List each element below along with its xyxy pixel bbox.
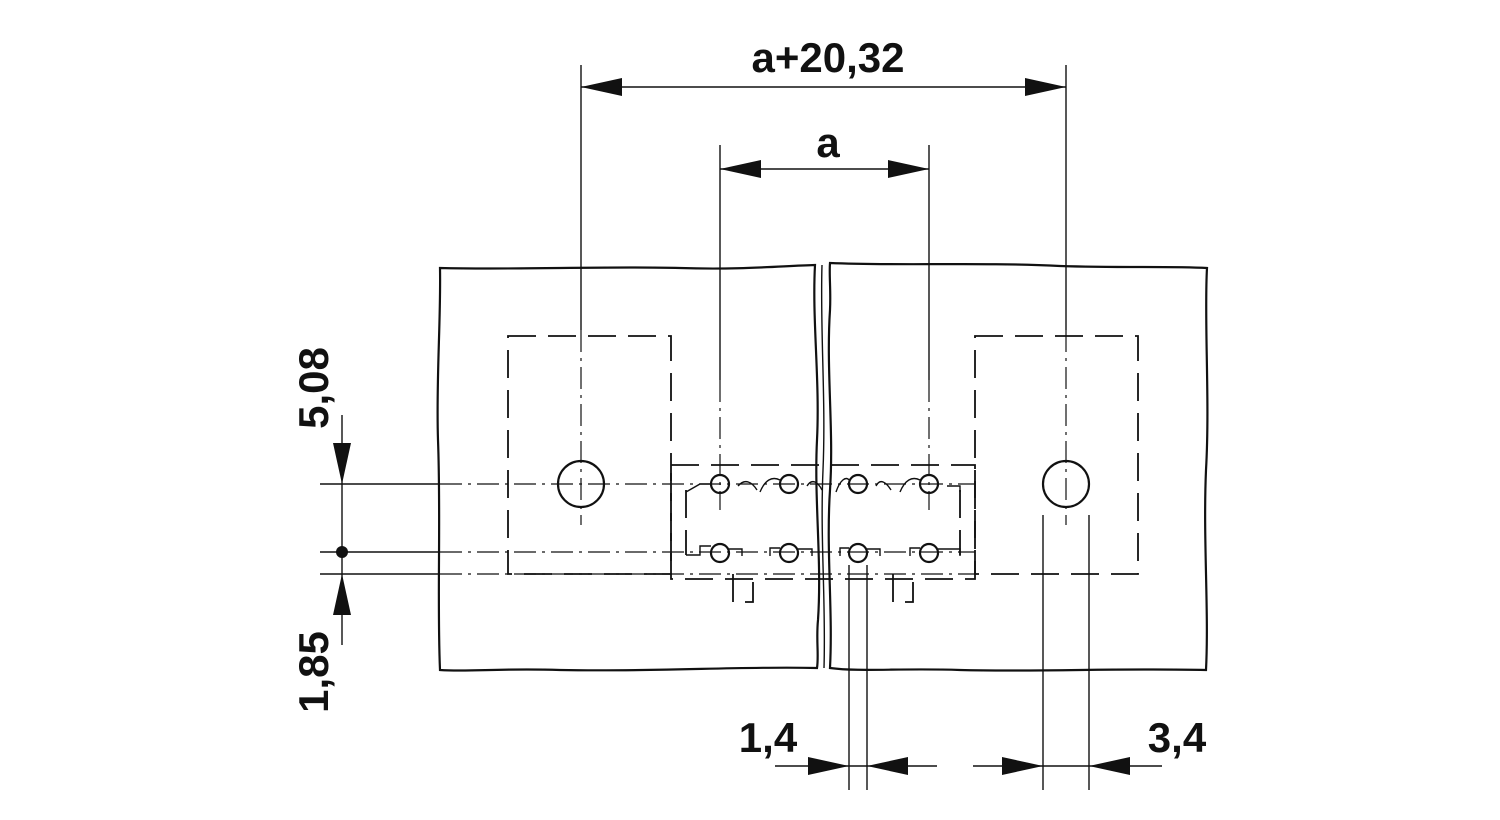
- pin-diameter-label: 1,4: [739, 714, 798, 761]
- dimension-junction-dot: [336, 546, 348, 558]
- pitch-label: a: [816, 119, 840, 166]
- pin-bottom-4: [918, 542, 940, 564]
- pin-diameter-arrow-right: [867, 757, 908, 775]
- top-row-leads: [685, 477, 961, 493]
- pitch-arrow-left: [720, 160, 761, 178]
- right-hole-dashed-outline: [974, 335, 1139, 575]
- pin-block-dashed-outline: [670, 464, 976, 580]
- pin-diameter-arrow-left: [808, 757, 849, 775]
- edge-offset-arrow-up: [333, 574, 351, 615]
- pitch-arrow-right: [888, 160, 929, 178]
- break-line-inner-left: [820, 264, 826, 669]
- hole-diameter-label: 3,4: [1148, 714, 1207, 761]
- right-board-outline: [827, 261, 1209, 672]
- hole-diameter-arrow-right: [1089, 757, 1130, 775]
- row-spacing-arrow-down: [333, 443, 351, 484]
- bottom-row-pins: [686, 542, 961, 564]
- latch-left-dashed: [732, 574, 754, 603]
- pin-top-3: [847, 473, 869, 495]
- row-spacing-label: 5,08: [290, 347, 337, 429]
- edge-offset-label: 1,85: [290, 631, 337, 713]
- hole-diameter-arrow-left: [1002, 757, 1043, 775]
- pin-top-4: [918, 473, 940, 495]
- left-board-outline: [436, 263, 821, 672]
- pin-block-inner-dashed: [685, 490, 961, 555]
- pin-bottom-3: [847, 542, 869, 564]
- pin-bottom-1: [709, 542, 731, 564]
- overall-width-arrow-left: [581, 78, 622, 96]
- left-hole-dashed-outline: [507, 335, 672, 575]
- overall-width-arrow-right: [1025, 78, 1066, 96]
- bottom-row-leads: [686, 545, 961, 556]
- pin-top-2: [778, 473, 800, 495]
- overall-width-label: a+20,32: [752, 34, 905, 81]
- left-mounting-hole: [556, 459, 606, 509]
- top-row-pins: [685, 473, 961, 495]
- pin-bottom-2: [778, 542, 800, 564]
- latch-right-dashed: [892, 574, 914, 603]
- right-mounting-hole: [1041, 459, 1091, 509]
